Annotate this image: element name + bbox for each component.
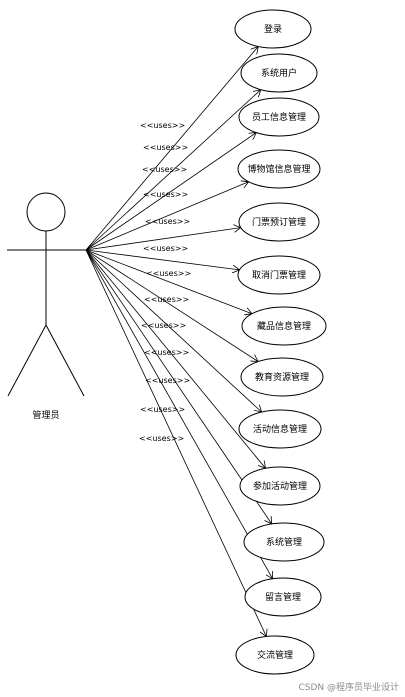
use-case-ellipse	[234, 9, 312, 49]
uses-label: <<uses>>	[142, 165, 187, 174]
use-case: 员工信息管理	[238, 97, 320, 137]
use-case-list: 登录系统用户员工信息管理博物馆信息管理门票预订管理取消门票管理藏品信息管理教育资…	[234, 9, 327, 675]
watermark: CSDN @程序员毕业设计	[298, 681, 399, 693]
uses-label: <<uses>>	[143, 190, 188, 199]
actor-head	[26, 192, 66, 232]
uses-line	[85, 90, 261, 251]
uses-line	[85, 249, 258, 362]
use-case-ellipse	[239, 466, 321, 506]
use-case-label: 登录	[264, 24, 282, 35]
uses-line	[85, 249, 272, 524]
uses-line	[85, 249, 252, 314]
uses-line	[85, 249, 266, 468]
use-case-label: 系统用户	[261, 67, 297, 79]
uses-line	[85, 249, 240, 270]
use-case-ellipse	[240, 53, 318, 93]
use-case-label: 员工信息管理	[252, 111, 306, 123]
use-case-label: 门票预订管理	[252, 216, 306, 228]
use-case-label: 系统管理	[266, 536, 302, 548]
use-case-label: 取消门票管理	[252, 269, 306, 281]
use-case-label: 交流管理	[257, 649, 293, 661]
use-case-label: 藏品信息管理	[257, 320, 311, 332]
use-case: 系统用户	[240, 53, 318, 93]
use-case-ellipse	[240, 357, 324, 397]
use-case-ellipse	[237, 149, 321, 189]
uses-line	[85, 249, 273, 579]
use-case-ellipse	[238, 202, 320, 242]
use-case: 登录	[234, 9, 312, 49]
use-case: 博物馆信息管理	[237, 149, 321, 189]
uses-line	[85, 133, 256, 251]
uses-label: <<uses>>	[145, 217, 190, 226]
use-case-label: 留言管理	[265, 591, 301, 603]
uses-label: <<uses>>	[141, 321, 186, 330]
use-case-ellipse	[241, 306, 327, 346]
uses-label: <<uses>>	[140, 121, 185, 130]
use-case-ellipse	[238, 409, 322, 449]
uses-label: <<uses>>	[143, 244, 188, 253]
uses-label: <<uses>>	[145, 376, 190, 385]
actor-label: 管理员	[32, 409, 59, 421]
uses-label: <<uses>>	[139, 434, 184, 443]
use-case-label: 活动信息管理	[253, 423, 307, 435]
actor-figure: 管理员	[7, 192, 86, 421]
use-case-label: 博物馆信息管理	[247, 163, 310, 175]
use-case: 系统管理	[243, 522, 325, 562]
use-case-ellipse	[237, 255, 321, 295]
use-case-label: 教育资源管理	[255, 371, 309, 383]
use-case: 留言管理	[244, 577, 322, 617]
uses-relations: <<uses>> <<uses>> <<uses>> <<uses>> <<uses>>…	[85, 47, 273, 637]
use-case: 藏品信息管理	[241, 306, 327, 346]
use-case-ellipse	[235, 635, 315, 675]
use-case-ellipse	[244, 577, 322, 617]
actor-left-leg	[7, 324, 47, 397]
uses-label: <<uses>>	[140, 405, 185, 414]
use-case: 教育资源管理	[240, 357, 324, 397]
uses-line	[85, 249, 262, 412]
use-case-ellipse	[238, 97, 320, 137]
uses-label: <<uses>>	[144, 295, 189, 304]
use-case: 门票预订管理	[238, 202, 320, 242]
use-case-label: 参加活动管理	[253, 480, 307, 492]
uses-label: <<uses>>	[146, 269, 191, 278]
use-case: 参加活动管理	[239, 466, 321, 506]
actor-right-leg	[45, 324, 85, 397]
uses-line	[85, 47, 258, 251]
use-case-ellipse	[243, 522, 325, 562]
uses-label: <<uses>>	[144, 348, 189, 357]
uses-label: <<uses>>	[143, 143, 188, 152]
use-case: 交流管理	[235, 635, 315, 675]
uses-line	[85, 228, 241, 251]
uses-line	[85, 182, 249, 251]
use-case: 取消门票管理	[237, 255, 321, 295]
uses-line	[85, 249, 266, 637]
use-case: 活动信息管理	[238, 409, 322, 449]
